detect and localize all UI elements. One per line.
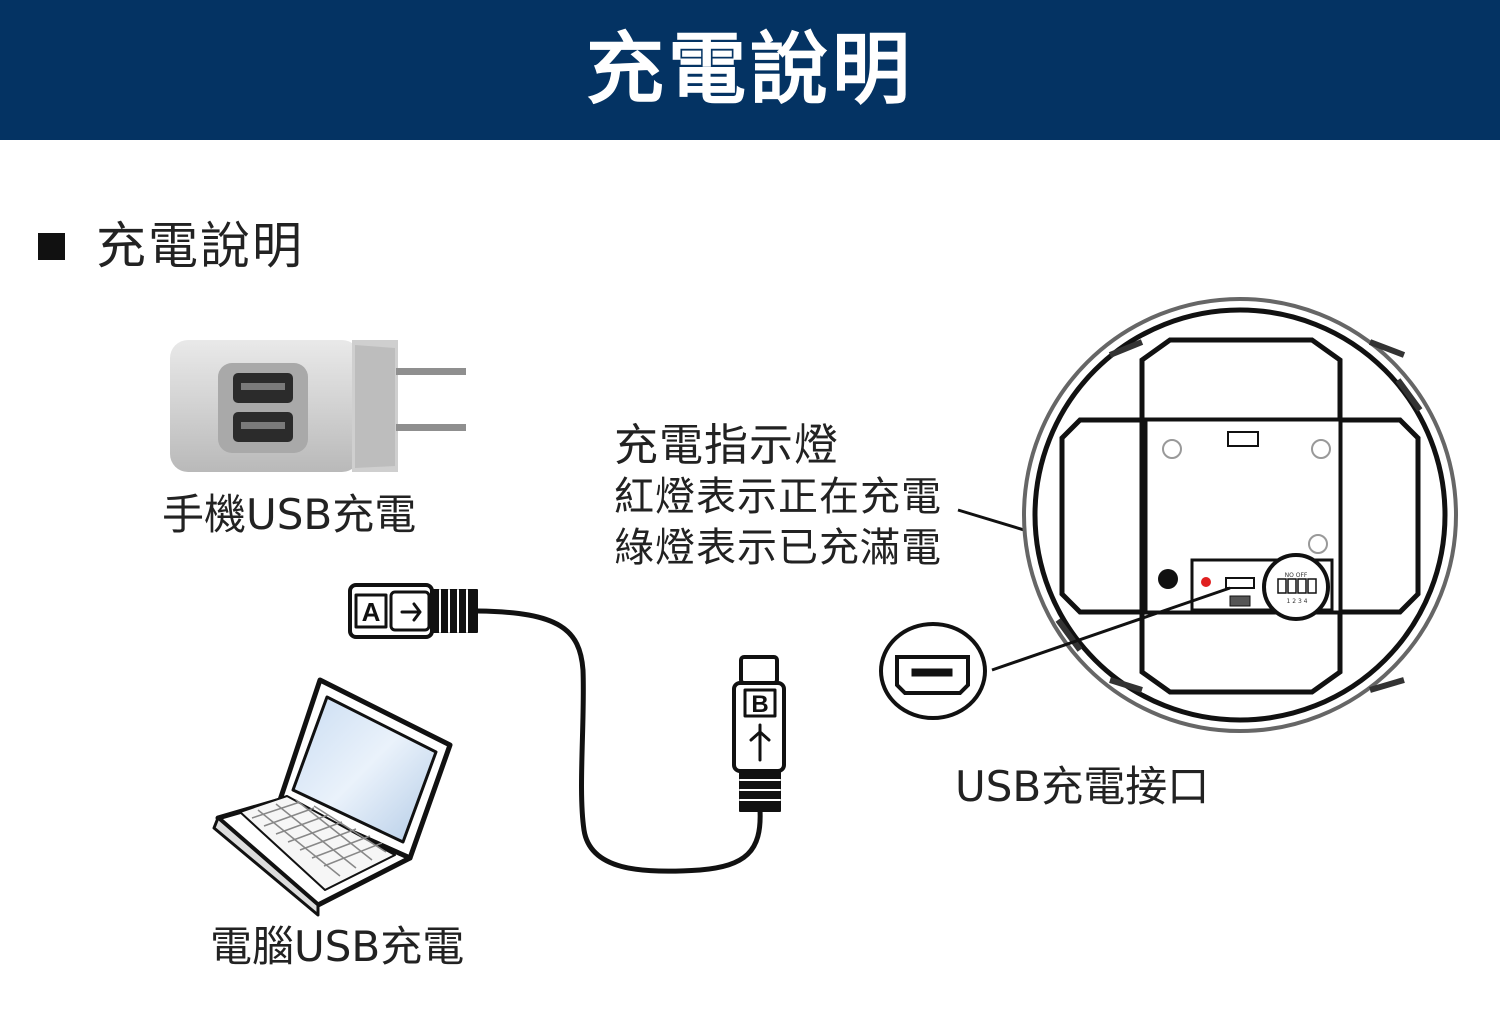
pc-charging-label: 電腦USB充電 bbox=[210, 922, 465, 971]
page-title: 充電說明 bbox=[585, 25, 914, 115]
section-bullet bbox=[38, 233, 65, 260]
laptop-icon bbox=[212, 677, 453, 917]
device-bottom-view bbox=[1022, 297, 1458, 733]
usb-cable-icon bbox=[348, 583, 786, 874]
connector-a-label: A bbox=[362, 597, 381, 627]
indicator-green-text: 綠燈表示已充滿電 bbox=[614, 525, 942, 571]
header-banner: 充電說明 bbox=[0, 0, 1500, 140]
phone-charger-label: 手機USB充電 bbox=[162, 490, 417, 539]
section-title: 充電說明 bbox=[96, 217, 304, 275]
usb-port-zoom-icon bbox=[879, 586, 1231, 720]
indicator-title: 充電指示燈 bbox=[614, 420, 839, 471]
reset-button-icon bbox=[1158, 569, 1178, 589]
wall-charger-icon bbox=[170, 340, 466, 472]
indicator-led-icon bbox=[1201, 577, 1211, 587]
dip-switch-numbers: 1 2 3 4 bbox=[1287, 598, 1308, 605]
indicator-callout: 充電指示燈 紅燈表示正在充電 綠燈表示已充滿電 bbox=[614, 420, 942, 574]
indicator-red-text: 紅燈表示正在充電 bbox=[614, 474, 942, 520]
usb-port-label: USB充電接口 bbox=[955, 762, 1210, 811]
dip-switch-labels: NO OFF bbox=[1285, 572, 1308, 579]
connector-b-label: B bbox=[751, 691, 768, 718]
